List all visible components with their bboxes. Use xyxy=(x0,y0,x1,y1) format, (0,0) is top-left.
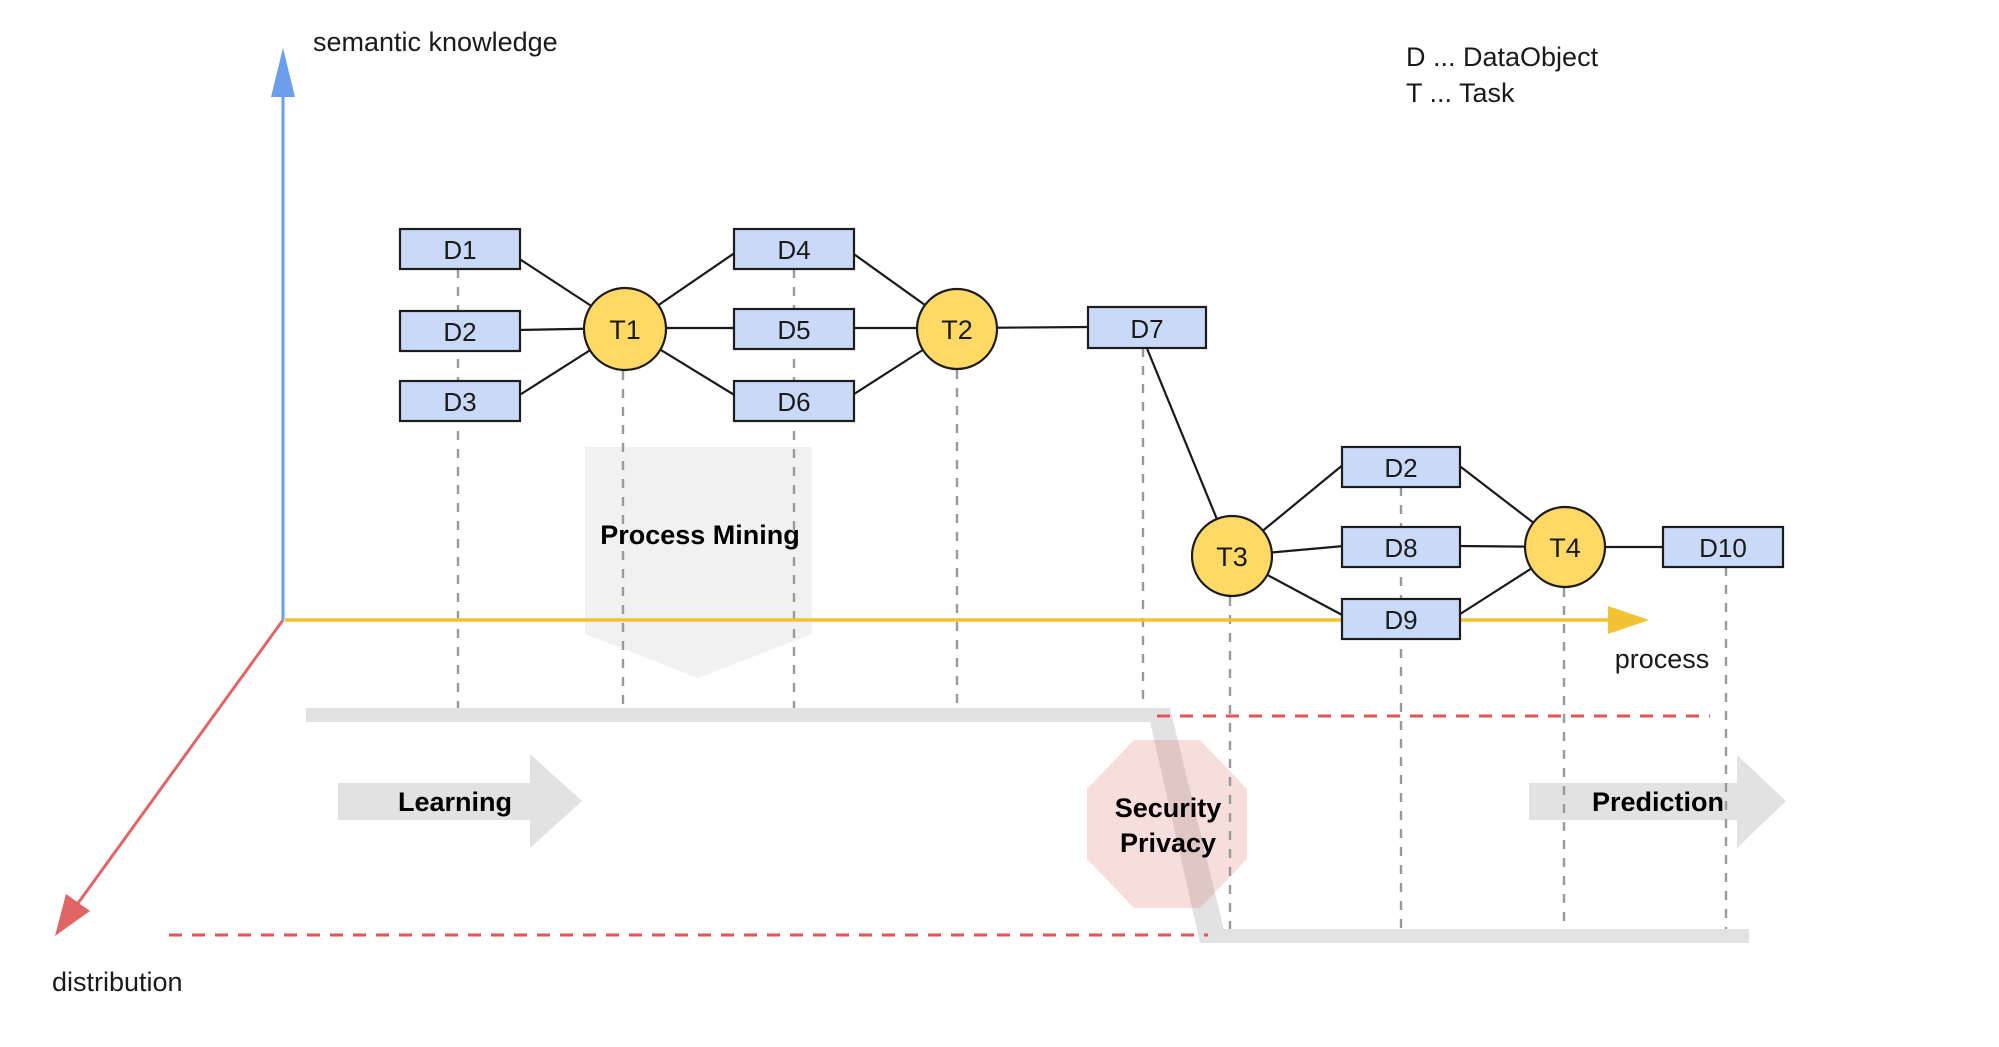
learning-label: Learning xyxy=(398,787,512,817)
data-object-d2b-label: D2 xyxy=(1384,453,1417,483)
data-object-d2-label: D2 xyxy=(443,317,476,347)
learning-track-bar xyxy=(306,708,1150,722)
data-object-d5-label: D5 xyxy=(777,315,810,345)
task-t4: T4 xyxy=(1523,505,1607,589)
data-object-d6-label: D6 xyxy=(777,387,810,417)
data-object-d10-label: D10 xyxy=(1699,533,1747,563)
workflow-edges xyxy=(517,251,1665,617)
semantic-axis-arrowhead-icon xyxy=(271,48,295,97)
data-object-d3-label: D3 xyxy=(443,387,476,417)
semantic-axis-label: semantic knowledge xyxy=(313,27,558,57)
prediction-arrow xyxy=(1529,755,1786,848)
semantic-knowledge-axis xyxy=(271,48,295,620)
task-t3: T3 xyxy=(1190,514,1274,598)
distribution-axis xyxy=(55,619,285,936)
data-object-d5: D5 xyxy=(732,307,856,351)
data-object-d7-label: D7 xyxy=(1130,314,1163,344)
track-connector-diagonal xyxy=(1147,708,1224,943)
prediction-label: Prediction xyxy=(1592,787,1724,817)
distribution-axis-arrowhead-icon xyxy=(55,894,90,936)
data-object-d1: D1 xyxy=(398,227,522,271)
distribution-axis-label: distribution xyxy=(52,967,183,997)
process-mining-banner-shape xyxy=(585,447,812,678)
learning-arrow xyxy=(338,754,582,848)
task-t3-label: T3 xyxy=(1216,542,1248,572)
data-object-d4-label: D4 xyxy=(777,235,810,265)
legend-task: T ... Task xyxy=(1406,78,1515,108)
data-object-d8: D8 xyxy=(1340,525,1462,569)
data-object-d9: D9 xyxy=(1340,597,1462,641)
data-object-d10: D10 xyxy=(1661,525,1785,569)
prediction-track-bar xyxy=(1213,929,1749,943)
data-object-d8-label: D8 xyxy=(1384,533,1417,563)
data-object-d4: D4 xyxy=(732,227,856,271)
task-t1: T1 xyxy=(582,286,668,372)
data-object-d9-label: D9 xyxy=(1384,605,1417,635)
security-privacy-octagon xyxy=(1087,740,1247,908)
data-object-d2b: D2 xyxy=(1340,445,1462,489)
data-object-d6: D6 xyxy=(732,379,856,423)
task-t1-label: T1 xyxy=(609,315,641,345)
data-object-d1-label: D1 xyxy=(443,235,476,265)
security-label: Security xyxy=(1115,793,1222,823)
task-t4-label: T4 xyxy=(1549,533,1581,563)
process-axis-arrowhead-icon xyxy=(1608,606,1649,634)
data-object-d2: D2 xyxy=(398,309,522,353)
legend-data-object: D ... DataObject xyxy=(1406,42,1599,72)
data-object-d7: D7 xyxy=(1086,305,1208,350)
task-t2: T2 xyxy=(915,287,999,371)
process-axis-label: process xyxy=(1615,644,1710,674)
process-mining-label: Process Mining xyxy=(600,520,800,550)
data-object-d3: D3 xyxy=(398,379,522,423)
privacy-label: Privacy xyxy=(1120,828,1216,858)
task-t2-label: T2 xyxy=(941,315,973,345)
